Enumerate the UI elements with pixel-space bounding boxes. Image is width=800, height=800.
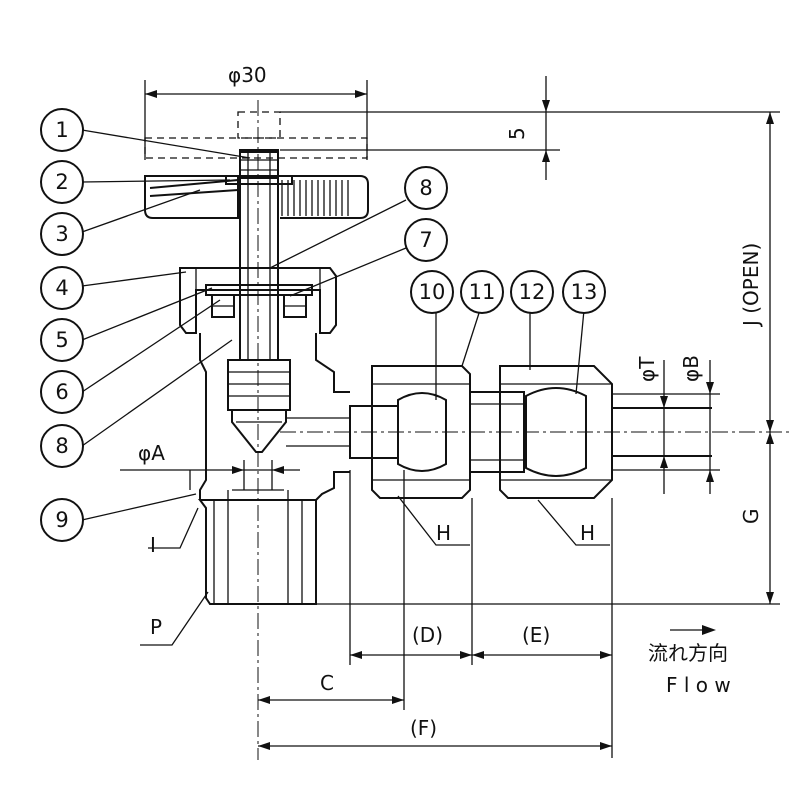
callout-2-label: 2 [55,170,68,194]
valve-body [199,333,350,501]
dim-phi-a: φA [138,441,165,465]
dim-e: (E) [522,623,550,647]
callout-5: 5 [40,318,84,362]
valve-stem [227,149,291,453]
dim-five: 5 [505,127,529,140]
callout-3: 3 [40,212,84,256]
dimension-lines [120,76,780,758]
center-lines [257,100,790,760]
callout-11-label: 11 [469,280,496,304]
callout-8b-label: 8 [55,434,68,458]
callout-8a-label: 8 [419,176,432,200]
callout-8b: 8 [40,424,84,468]
callout-13-label: 13 [571,280,598,304]
callout-6: 6 [40,370,84,414]
dim-f: (F) [410,716,437,740]
callout-13: 13 [562,270,606,314]
dimension-labels: φ30 5 J (OPEN) φT φB φA G I P H H C (D) … [138,63,763,740]
callout-4-label: 4 [55,276,68,300]
callout-7: 7 [404,218,448,262]
callout-1: 1 [40,108,84,152]
dim-g: G [739,509,763,525]
callout-7-label: 7 [419,228,432,252]
callout-11: 11 [460,270,504,314]
callout-12-label: 12 [519,280,546,304]
callout-leaders [81,129,585,521]
callout-2: 2 [40,160,84,204]
flow-label-japanese: 流れ方向 [648,641,728,665]
dim-p: P [150,615,162,639]
dim-phi30: φ30 [228,63,267,87]
callout-9-label: 9 [55,508,68,532]
valve-handle [144,111,369,219]
dim-h-left: H [436,521,451,545]
callout-5-label: 5 [55,328,68,352]
dim-d: (D) [412,623,443,647]
callout-4: 4 [40,266,84,310]
dim-phi-t: φT [635,356,659,382]
callout-9: 9 [40,498,84,542]
dim-i: I [150,533,156,557]
dim-phi-b: φB [679,355,703,382]
dim-c: C [320,671,334,695]
dim-h-right: H [580,521,595,545]
callout-12: 12 [510,270,554,314]
flow-label-english: F l o w [666,673,731,697]
dim-j-open: J (OPEN) [739,243,763,328]
callout-3-label: 3 [55,222,68,246]
callout-6-label: 6 [55,380,68,404]
callout-1-label: 1 [55,118,68,142]
callout-10: 10 [410,270,454,314]
callout-8a: 8 [404,166,448,210]
callouts: 1 2 3 4 5 6 8 9 [40,108,606,542]
outlet-fittings [349,365,712,499]
callout-10-label: 10 [419,280,446,304]
male-thread-connection [198,490,317,605]
